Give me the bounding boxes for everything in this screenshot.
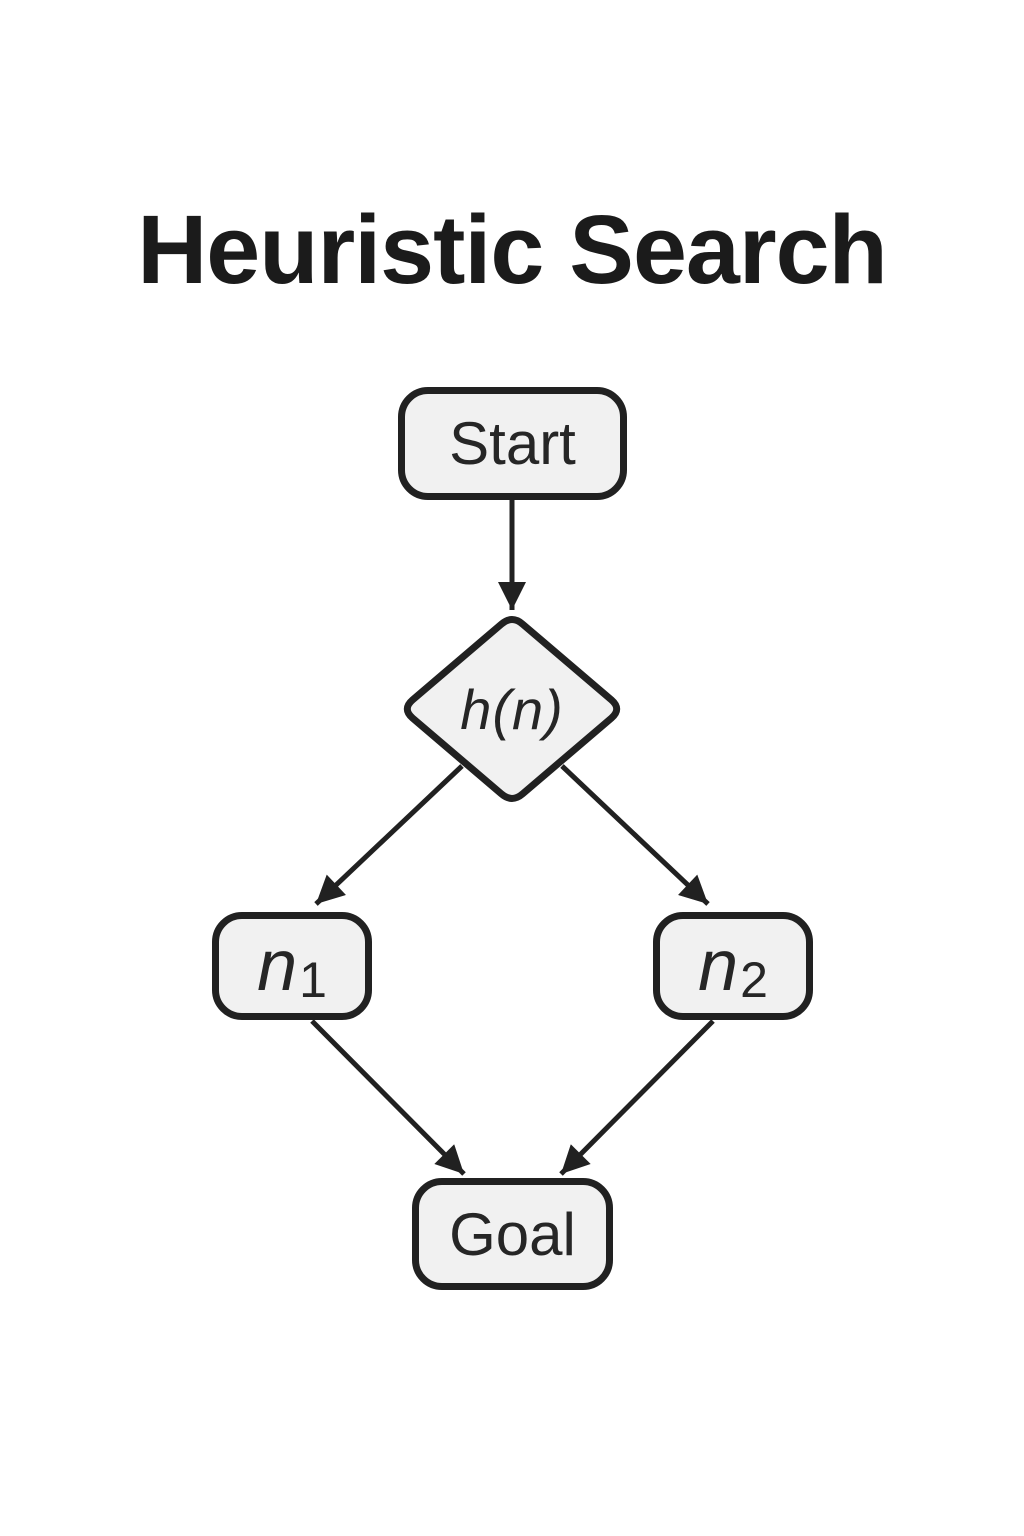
diagram-title: Heuristic Search	[137, 195, 888, 304]
node-heuristic-label: h(n)	[460, 677, 564, 741]
node-heuristic-diamond	[403, 616, 621, 802]
node-n2-subscript: 2	[740, 952, 768, 1008]
node-n2-label: n	[698, 926, 739, 1006]
node-start: Start	[398, 387, 627, 500]
edge-heuristic-to-n2	[560, 764, 710, 906]
node-goal-label: Goal	[449, 1200, 576, 1268]
node-start-label: Start	[449, 410, 576, 477]
edge-n2-to-goal	[559, 1019, 715, 1176]
node-n1-label: n	[257, 926, 298, 1006]
edge-n1-to-goal	[310, 1019, 466, 1176]
node-goal: Goal	[412, 1178, 613, 1290]
edge-heuristic-to-n1	[314, 764, 464, 906]
node-n1-subscript: 1	[299, 952, 327, 1008]
